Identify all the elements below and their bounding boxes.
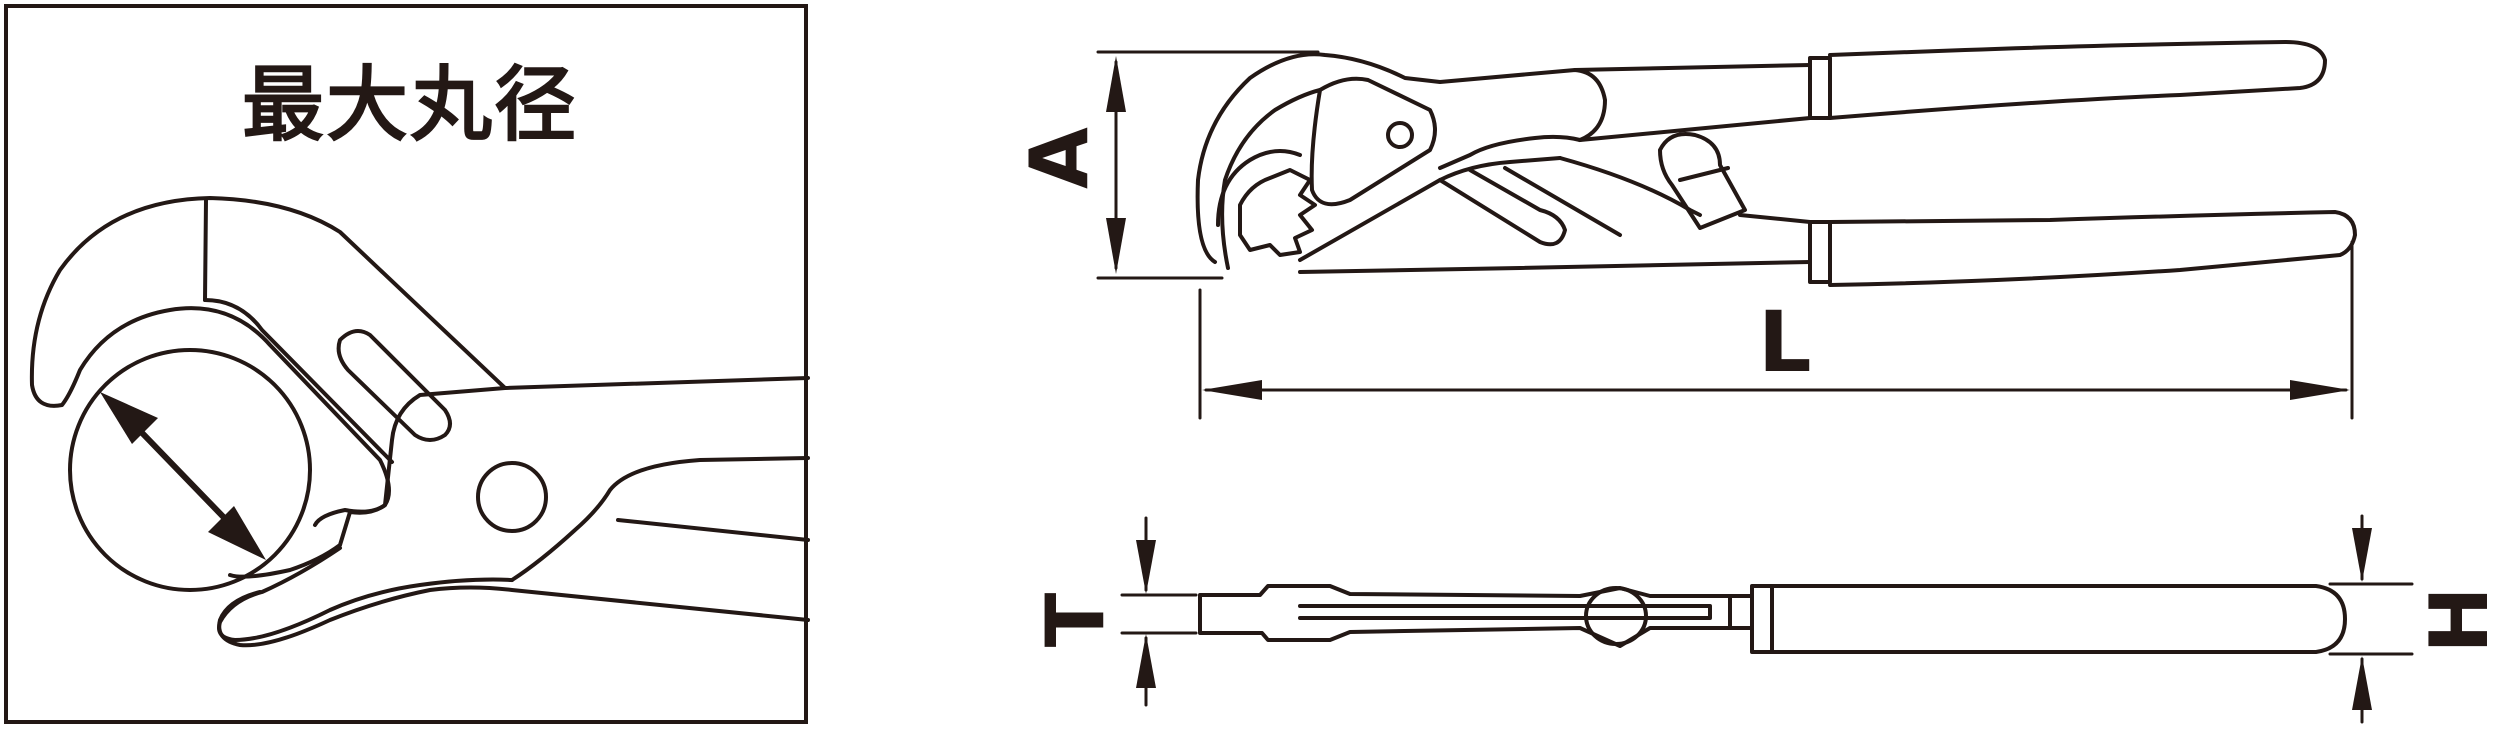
lower-handle-collar [1808, 220, 1832, 284]
dim-t-arrow-bottom [1136, 634, 1156, 688]
lower-handle-grip [1828, 210, 2357, 287]
inset-lower-arm-top [510, 456, 810, 582]
dim-label-h: H [2413, 586, 2500, 654]
inset-round-workpiece [68, 348, 312, 592]
dimension-a [1096, 50, 1320, 280]
inset-arrowhead-down [208, 506, 266, 560]
dim-label-t: T [1029, 592, 1122, 648]
inset-upper-jaw-ridge [203, 298, 394, 464]
dim-h-arrow-bottom [2352, 656, 2372, 710]
jaw-throat [1216, 149, 1302, 227]
lower-arm-top [1298, 156, 1562, 262]
dimension-t [1120, 516, 1198, 707]
inset-arrowhead-up [100, 392, 158, 444]
side-view-pliers [1195, 40, 2357, 287]
upper-handle-link [1578, 116, 1812, 142]
upper-handle-grip [1828, 40, 2327, 120]
top-view-pivot [1584, 586, 1648, 646]
inset-slot [336, 329, 452, 442]
inset-lower-arm-mid [616, 518, 810, 542]
top-view-grip [1770, 584, 2347, 654]
pivot-plate [1309, 76, 1437, 207]
adjust-nut-line [1678, 166, 1730, 182]
dim-label-l: L [1758, 293, 1812, 391]
inset-pivot-body [228, 386, 507, 579]
dim-t-arrow-top [1136, 540, 1156, 594]
upper-jaw-inner [1220, 88, 1322, 270]
upper-handle-bottom [1438, 134, 1582, 170]
lower-arm-channel [1503, 166, 1622, 237]
inset-title: 最大丸径 [241, 58, 578, 153]
dim-a-arrow-bottom [1106, 218, 1126, 274]
top-view-link [1728, 594, 1754, 630]
lower-arm-bottom [1298, 260, 1812, 274]
inset-lower-jaw [217, 546, 514, 642]
lower-handle-upper-edge [1558, 156, 1702, 217]
dim-h-arrow-top [2352, 528, 2372, 582]
top-view-collar [1750, 584, 1774, 654]
top-view-pliers [1198, 584, 2347, 654]
lower-arm-serrated [1438, 168, 1567, 247]
dimension-l [1198, 240, 2354, 420]
dim-l-arrow-left [1202, 380, 1262, 400]
upper-handle-collar [1808, 56, 1832, 120]
upper-handle-top [1573, 63, 1812, 72]
lower-handle-link [1738, 213, 1812, 224]
dim-label-a: A [1013, 127, 1106, 189]
dimension-h [2328, 514, 2414, 724]
adjust-nut [1658, 132, 1747, 230]
inset-pivot-outer [476, 461, 548, 533]
inset-lower-arm-bottom [217, 585, 810, 648]
inset-upper-jaw-inner [203, 198, 208, 302]
pivot-bolt [1386, 121, 1414, 149]
dim-a-arrow-top [1106, 56, 1126, 112]
upper-jaw [1195, 52, 1607, 264]
inset-jaw-closeup [29, 196, 810, 648]
inset-upper-jaw [29, 196, 810, 527]
dim-l-arrow-right [2290, 380, 2350, 400]
top-view-inner [1298, 604, 1712, 620]
jaw-teeth [1238, 168, 1317, 257]
